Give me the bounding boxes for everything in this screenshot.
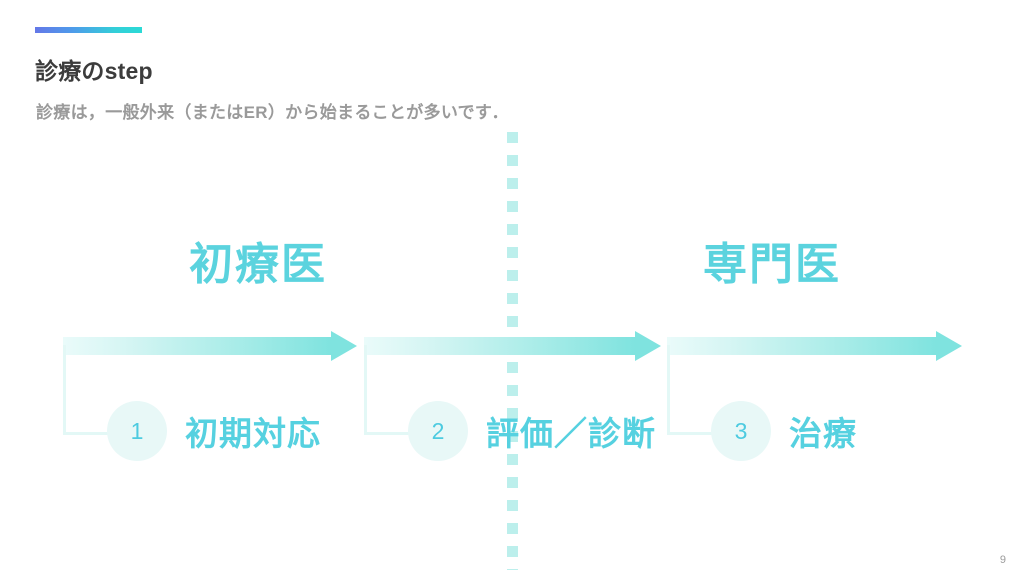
arrow-shaft (364, 337, 635, 355)
role-label-specialist: 専門医 (703, 240, 841, 289)
bracket-connector-2 (364, 345, 417, 435)
arrow-shaft (63, 337, 331, 355)
step-item-1: 1 初期対応 (107, 401, 321, 461)
bracket-connector-3 (667, 345, 720, 435)
step-number-badge: 3 (711, 401, 771, 461)
step-number: 2 (431, 417, 445, 444)
arrow-head-icon (936, 331, 962, 361)
page-subtitle: 診療は，一般外来（またはER）から始まることが多いです． (36, 103, 509, 122)
step-number: 1 (130, 417, 144, 444)
role-label-primary-physician: 初療医 (189, 240, 327, 289)
page-number: 9 (999, 554, 1006, 566)
flow-arrow-1 (63, 331, 357, 361)
flow-arrow-2 (364, 331, 661, 361)
accent-bar (35, 27, 142, 33)
step-number-badge: 2 (408, 401, 468, 461)
step-number: 3 (734, 417, 748, 444)
step-label: 治療 (789, 415, 857, 452)
bracket-connector-1 (63, 345, 116, 435)
step-item-3: 3 治療 (711, 401, 857, 461)
flow-arrow-3 (667, 331, 962, 361)
page-title: 診療のstep (35, 58, 153, 84)
step-label: 評価／診断 (486, 415, 656, 452)
step-label: 初期対応 (185, 415, 321, 452)
arrow-head-icon (635, 331, 661, 361)
arrow-shaft (667, 337, 936, 355)
step-number-badge: 1 (107, 401, 167, 461)
step-item-2: 2 評価／診断 (408, 401, 656, 461)
arrow-head-icon (331, 331, 357, 361)
